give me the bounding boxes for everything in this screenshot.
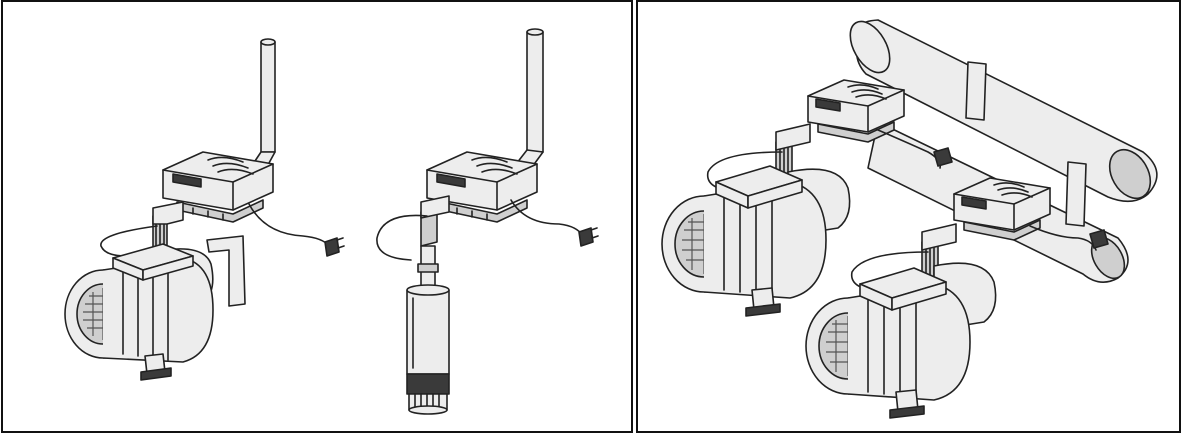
plug-3 (933, 147, 953, 167)
left-panel-drawing (64, 28, 599, 415)
discharge-pipe-2 (526, 31, 544, 153)
surface-pump-illustration (64, 38, 345, 381)
right-panel (636, 0, 1181, 433)
pump-motor-3 (805, 267, 971, 419)
branch-pipe-1 (965, 61, 987, 121)
pump-motor-2 (661, 165, 827, 317)
plug-2 (578, 227, 594, 247)
pressure-controller-4 (953, 177, 1051, 241)
right-panel-drawing (661, 19, 1158, 419)
pump-motor-1 (64, 243, 214, 381)
branch-pipe-2 (1065, 161, 1087, 227)
power-cable-1 (248, 203, 330, 247)
suction-pipe (206, 235, 246, 307)
discharge-pipe (260, 41, 276, 153)
submersible-pump-illustration (376, 28, 599, 415)
sensor-cable-2 (376, 214, 428, 261)
power-cable-2 (510, 199, 584, 237)
left-panel (1, 0, 633, 433)
plug-4 (1089, 229, 1109, 249)
plug-1 (324, 237, 340, 257)
pressure-controller-3 (807, 79, 905, 143)
manifold-pipe (849, 19, 1158, 203)
